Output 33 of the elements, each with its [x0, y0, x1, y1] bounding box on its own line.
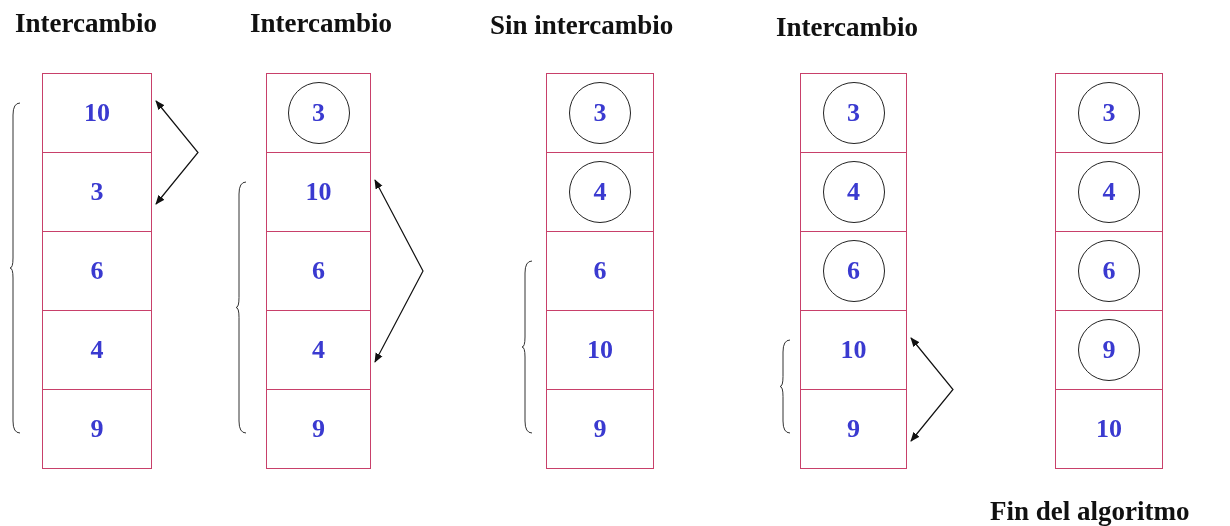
array-cell: 6: [42, 231, 152, 311]
step-heading: Intercambio: [15, 8, 157, 39]
array-cell: [266, 73, 371, 153]
array-cell: 9: [800, 389, 907, 469]
array-cell: [800, 231, 907, 311]
array-cell: [1055, 152, 1163, 232]
array-cell: 6: [546, 231, 654, 311]
array-cell: [546, 152, 654, 232]
swap-arrow: [910, 337, 954, 442]
swap-arrow: [155, 100, 199, 205]
array-cell: 4: [42, 310, 152, 390]
swap-arrow: [374, 179, 424, 363]
array-cell: 10: [1055, 389, 1163, 469]
array-cell: 4: [266, 310, 371, 390]
array-cell: 10: [42, 73, 152, 153]
result-caption: Fin del algoritmo: [990, 496, 1190, 526]
step-heading: Intercambio: [250, 8, 392, 39]
step-heading: Intercambio: [776, 12, 918, 43]
array-cell: [1055, 73, 1163, 153]
array-cell: 10: [800, 310, 907, 390]
array-cell: [800, 152, 907, 232]
array-cell: 10: [266, 152, 371, 232]
array-cell: [1055, 231, 1163, 311]
array-cell: [800, 73, 907, 153]
array-cell: 9: [546, 389, 654, 469]
array-cell: 9: [42, 389, 152, 469]
array-cell: 10: [546, 310, 654, 390]
step-heading: Sin intercambio: [490, 10, 674, 41]
array-cell: [1055, 310, 1163, 390]
array-cell: 9: [266, 389, 371, 469]
array-cell: [546, 73, 654, 153]
array-cell: 6: [266, 231, 371, 311]
array-cell: 3: [42, 152, 152, 232]
